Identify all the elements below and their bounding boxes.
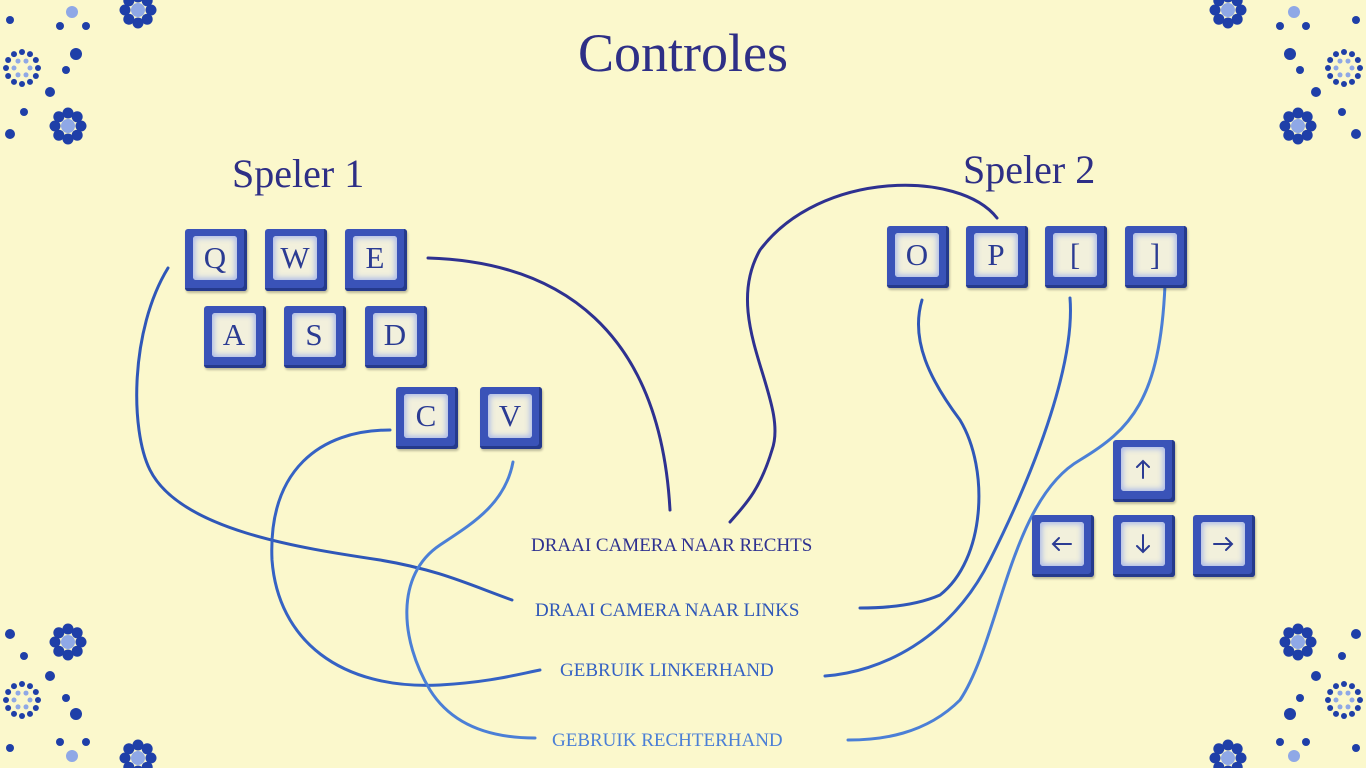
line-c-to-left-hand (270, 428, 542, 687)
line-v-to-right-hand (405, 460, 537, 740)
key-q-label: Q (193, 236, 237, 280)
key-bracket-close[interactable]: ] (1125, 226, 1187, 288)
key-p-label: P (974, 233, 1018, 277)
key-bracket-close-label: ] (1133, 233, 1177, 277)
key-c-label: C (404, 394, 448, 438)
action-turn-right: DRAAI CAMERA NAAR RECHTS (531, 535, 813, 556)
line-e-to-turn-right (426, 256, 672, 512)
line-q-to-turn-left (135, 266, 514, 602)
key-arrow-left[interactable] (1032, 515, 1094, 577)
key-s-label: S (292, 313, 336, 357)
line-o-to-turn-right (728, 183, 999, 524)
key-w[interactable]: W (265, 229, 327, 291)
key-o[interactable]: O (887, 226, 949, 288)
key-s[interactable]: S (284, 306, 346, 368)
player2-heading: Speler 2 (963, 147, 1096, 192)
arrow-down-icon (1136, 534, 1150, 554)
key-o-label: O (895, 233, 939, 277)
action-right-hand: GEBRUIK RECHTERHAND (552, 730, 783, 751)
line-o-bottom-to-turn-left (858, 298, 981, 610)
key-v[interactable]: V (480, 387, 542, 449)
key-d[interactable]: D (365, 306, 427, 368)
action-turn-left: DRAAI CAMERA NAAR LINKS (535, 600, 800, 621)
key-q[interactable]: Q (185, 229, 247, 291)
line-bracket-close-to-right-hand (846, 283, 1167, 742)
key-e-label: E (353, 236, 397, 280)
arrow-up-icon (1136, 459, 1150, 479)
key-arrow-up[interactable] (1113, 440, 1175, 502)
player1-heading: Speler 1 (232, 151, 365, 196)
key-a[interactable]: A (204, 306, 266, 368)
key-p[interactable]: P (966, 226, 1028, 288)
action-left-hand: GEBRUIK LINKERHAND (560, 660, 774, 681)
page-title: Controles (578, 23, 788, 83)
key-e[interactable]: E (345, 229, 407, 291)
key-arrow-down[interactable] (1113, 515, 1175, 577)
key-arrow-right[interactable] (1193, 515, 1255, 577)
key-a-label: A (212, 313, 256, 357)
key-c[interactable]: C (396, 387, 458, 449)
arrow-right-icon (1213, 537, 1234, 551)
arrow-left-icon (1051, 537, 1072, 551)
key-bracket-open[interactable]: [ (1045, 226, 1107, 288)
key-w-label: W (273, 236, 317, 280)
key-d-label: D (373, 313, 417, 357)
line-bracket-open-to-left-hand (823, 296, 1072, 678)
key-v-label: V (488, 394, 532, 438)
key-bracket-open-label: [ (1053, 233, 1097, 277)
